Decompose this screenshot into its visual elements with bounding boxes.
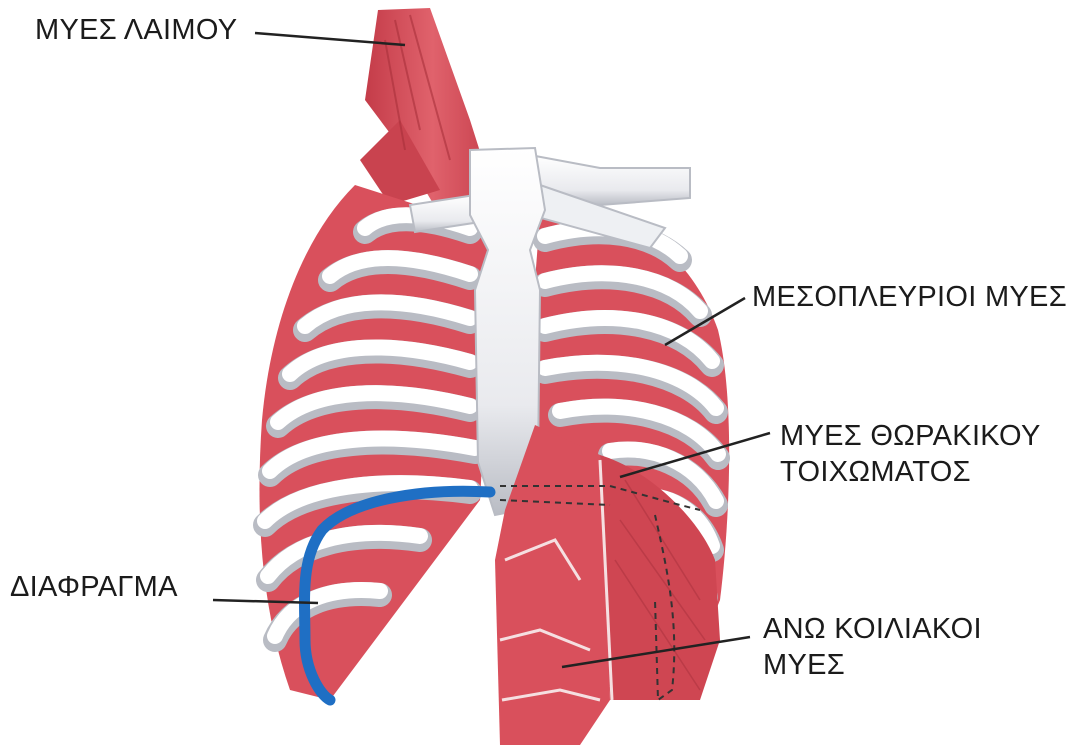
label-diaphragm-text: ΔΙΑΦΡΑΓΜΑ: [10, 569, 178, 605]
label-upper-abdominal-muscles: ΑΝΩ ΚΟΙΛΙΑΚΟΙ ΜΥΕΣ: [763, 611, 982, 683]
label-abdominal-line2: ΜΥΕΣ: [763, 647, 982, 683]
label-intercostal-muscles-text: ΜΕΣΟΠΛΕΥΡΙΟΙ ΜΥΕΣ: [752, 279, 1067, 315]
label-chest-wall-muscles: ΜΥΕΣ ΘΩΡΑΚΙΚΟΥ ΤΟΙΧΩΜΑΤΟΣ: [780, 418, 1041, 490]
label-neck-muscles: ΜΥΕΣ ΛΑΙΜΟΥ: [35, 12, 237, 48]
label-chest-wall-line2: ΤΟΙΧΩΜΑΤΟΣ: [780, 454, 1041, 490]
label-intercostal-muscles: ΜΕΣΟΠΛΕΥΡΙΟΙ ΜΥΕΣ: [752, 279, 1067, 315]
label-neck-muscles-text: ΜΥΕΣ ΛΑΙΜΟΥ: [35, 12, 237, 48]
label-abdominal-line1: ΑΝΩ ΚΟΙΛΙΑΚΟΙ: [763, 611, 982, 647]
label-chest-wall-line1: ΜΥΕΣ ΘΩΡΑΚΙΚΟΥ: [780, 418, 1041, 454]
label-diaphragm: ΔΙΑΦΡΑΓΜΑ: [10, 569, 178, 605]
